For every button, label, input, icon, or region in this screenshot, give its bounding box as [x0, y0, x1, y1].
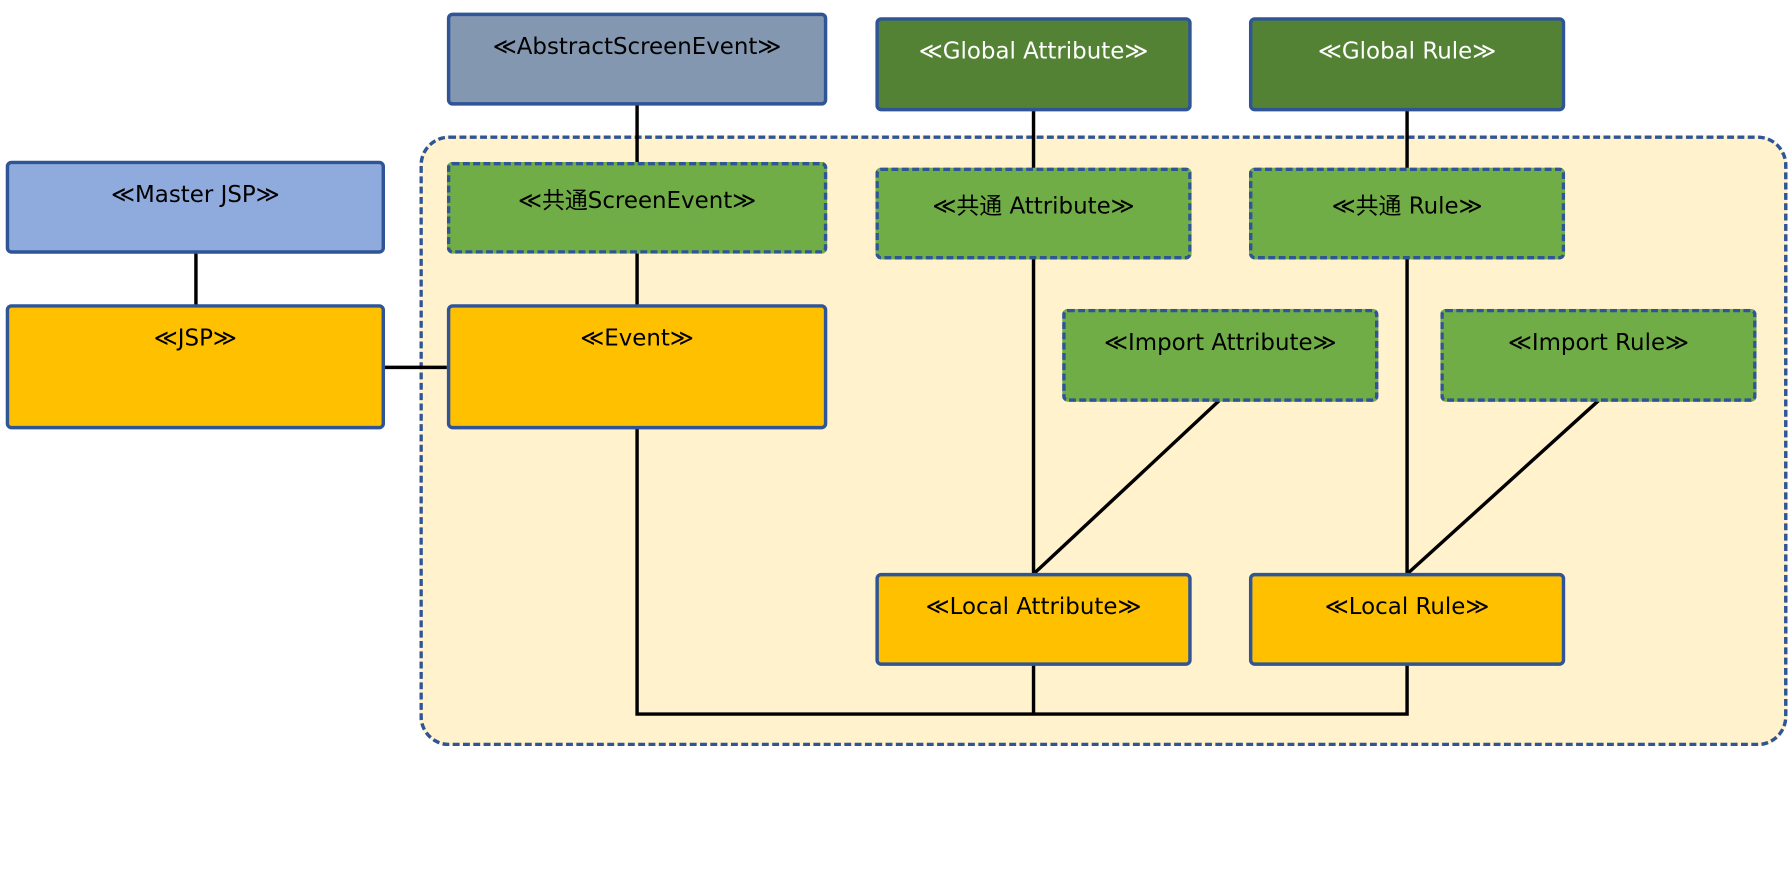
connector-event-to-local-bus	[635, 428, 1409, 716]
jsp-node: ≪JSP≫	[5, 304, 385, 430]
common-rule-node: ≪共通 Rule≫	[1248, 167, 1566, 260]
import-rule-node: ≪Import Rule≫	[1440, 308, 1757, 402]
master-jsp-node: ≪Master JSP≫	[5, 160, 385, 254]
local-attribute-node: ≪Local Attribute≫	[875, 572, 1192, 666]
global-rule-node: ≪Global Rule≫	[1248, 17, 1566, 112]
connector-lines	[194, 104, 1600, 716]
event-node: ≪Event≫	[446, 304, 828, 430]
common-screen-event-node: ≪共通ScreenEvent≫	[446, 161, 828, 254]
global-attribute-node: ≪Global Attribute≫	[875, 17, 1192, 112]
common-attribute-node: ≪共通 Attribute≫	[875, 167, 1192, 260]
import-attribute-node: ≪Import Attribute≫	[1062, 308, 1379, 402]
connector-import-rule-to-local-rule	[1405, 399, 1600, 576]
local-rule-node: ≪Local Rule≫	[1248, 572, 1566, 666]
connector-import-attribute-to-local-attribute	[1032, 399, 1221, 576]
abstract-screen-event-node: ≪AbstractScreenEvent≫	[446, 12, 828, 106]
